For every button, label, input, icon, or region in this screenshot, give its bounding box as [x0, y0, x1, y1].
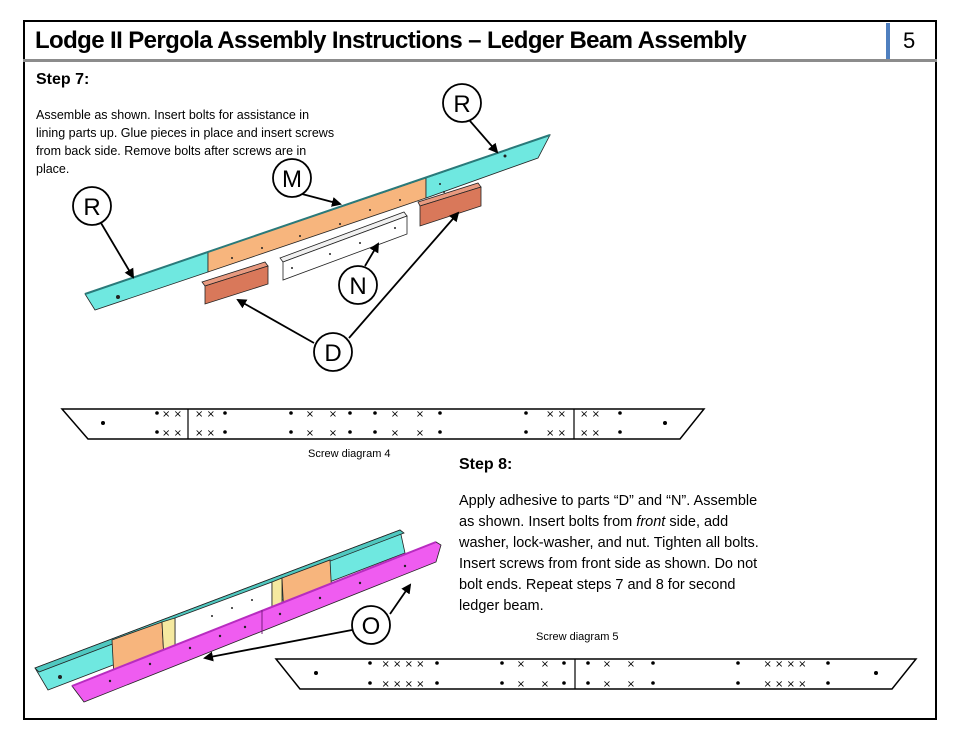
callout-n-circle	[338, 265, 378, 305]
svg-text:×: ×	[541, 659, 549, 670]
svg-text:×: ×	[416, 428, 424, 439]
svg-text:×: ×	[329, 409, 337, 420]
svg-text:×: ×	[603, 679, 611, 690]
svg-text:×: ×	[391, 409, 399, 420]
callout-n: N	[349, 273, 366, 300]
svg-text:×: ×	[603, 659, 611, 670]
page-title: Lodge II Pergola Assembly Instructions –…	[35, 27, 747, 54]
svg-text:× ×: × ×	[162, 409, 182, 420]
svg-text:× ×: × ×	[195, 409, 215, 420]
callout-r-left-circle	[72, 186, 112, 226]
step8-text-part2: side, add washer, lock-washer, and nut. …	[459, 514, 759, 614]
callout-o: O	[362, 613, 381, 640]
svg-text:×: ×	[306, 409, 314, 420]
callout-o-circle	[351, 605, 391, 645]
svg-text:× × × ×: × × × ×	[381, 659, 424, 670]
svg-text:×: ×	[627, 679, 635, 690]
ledger-holes	[116, 154, 507, 299]
step7-label: Step 7:	[36, 71, 90, 88]
svg-text:× ×: × ×	[162, 428, 182, 439]
step8-text-emphasis: front	[636, 514, 666, 530]
callout-d: D	[324, 340, 341, 367]
svg-text:×: ×	[541, 679, 549, 690]
callout-d-circle	[313, 332, 353, 372]
title-bar: Lodge II Pergola Assembly Instructions –…	[23, 20, 937, 62]
screw-diagram-5-caption: Screw diagram 5	[536, 631, 619, 643]
svg-text:× ×: × ×	[195, 428, 215, 439]
svg-text:× × × ×: × × × ×	[381, 679, 424, 690]
step8-text-part1: Apply adhesive to parts “D” and “N”. Ass…	[459, 493, 758, 530]
svg-text:×: ×	[329, 428, 337, 439]
step8-label: Step 8:	[459, 456, 513, 473]
part-d-left	[204, 265, 269, 305]
svg-text:×: ×	[627, 659, 635, 670]
part-n	[282, 215, 408, 281]
screw-diagram-4: × ×× × × ×× × ×× ×× ×× ×× × ×× × × ×× ×	[60, 408, 706, 440]
step7-instructions: Assemble as shown. Insert bolts for assi…	[36, 108, 335, 176]
callout-m-circle	[272, 158, 312, 198]
screw-diagram-5: × × × × × × × × × × × × × × × × × × × × × × × …	[274, 658, 918, 690]
screw-diagram-4-caption: Screw diagram 4	[308, 448, 391, 460]
callout-r-top-circle	[442, 83, 482, 123]
svg-text:× ×: × ×	[580, 409, 600, 420]
step8-callout	[203, 583, 412, 662]
callout-r-top: R	[453, 91, 470, 118]
svg-text:×: ×	[391, 428, 399, 439]
callout-m: M	[282, 166, 302, 193]
title-divider	[886, 23, 890, 59]
svg-text:× ×: × ×	[546, 409, 566, 420]
step7-callouts	[72, 83, 499, 372]
svg-text:× ×: × ×	[580, 428, 600, 439]
svg-text:× ×: × ×	[546, 428, 566, 439]
step8-assembly	[34, 529, 442, 703]
svg-text:×: ×	[517, 679, 525, 690]
page-number: 5	[903, 28, 916, 53]
callout-r-left: R	[83, 194, 100, 221]
page-frame	[23, 20, 937, 720]
svg-text:×: ×	[416, 409, 424, 420]
step8-instructions: Apply adhesive to parts “D” and “N”. Ass…	[459, 491, 769, 617]
part-d-right	[419, 186, 482, 227]
step7-assembly	[84, 134, 551, 311]
svg-text:×: ×	[517, 659, 525, 670]
svg-text:× × × ×: × × × ×	[763, 659, 806, 670]
svg-text:× × × ×: × × × ×	[763, 679, 806, 690]
part-r-right	[425, 134, 551, 199]
part-r-left	[84, 251, 209, 311]
svg-text:×: ×	[306, 428, 314, 439]
